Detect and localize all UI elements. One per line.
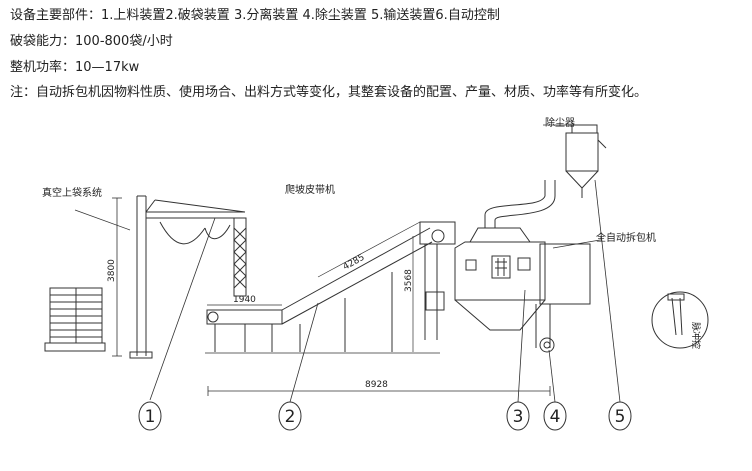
label-side-unit: 脉冲控 [690, 322, 702, 349]
callout-1 [138, 401, 162, 431]
vacuum-lifter [129, 195, 247, 359]
bag-stack [44, 287, 106, 352]
unpacker-machine [454, 227, 591, 353]
incline-conveyor [281, 221, 456, 352]
callout-5-number: 5 [615, 407, 626, 427]
label-vacuum-feeding: 真空上袋系统 [42, 186, 102, 199]
power-line: 整机功率：10—17kw [10, 60, 140, 75]
dim-total-length: 8928 [365, 380, 388, 390]
dust-collector [543, 124, 607, 198]
dim-belt-length: 1940 [233, 295, 256, 305]
label-auto-unpacker: 全自动拆包机 [596, 231, 656, 244]
note-line: 注：自动拆包机因物料性质、使用场合、出料方式等变化，其整套设备的配置、产量、材质… [10, 85, 648, 100]
capacity-line: 破袋能力：100-800袋/小时 [10, 34, 173, 49]
callout-4-number: 4 [550, 407, 561, 427]
duct [484, 180, 546, 228]
callout-5 [608, 401, 632, 431]
components-line: 设备主要部件：1.上料装置2.破袋装置 3.分离装置 4.除尘装置 5.输送装置… [10, 8, 500, 23]
callout-4 [543, 401, 567, 431]
dim-height-left: 3800 [107, 259, 117, 282]
callout-2-number: 2 [285, 407, 296, 427]
dim-height-incline: 3568 [404, 269, 414, 292]
feed-belt [206, 309, 283, 352]
side-unit [651, 291, 709, 349]
callout-3-number: 3 [513, 407, 524, 427]
callout-2 [278, 401, 302, 431]
callout-3 [506, 401, 530, 431]
label-dust-collector: 除尘器 [545, 116, 575, 129]
label-conveyor: 爬坡皮带机 [285, 183, 335, 196]
callout-1-number: 1 [145, 407, 156, 427]
